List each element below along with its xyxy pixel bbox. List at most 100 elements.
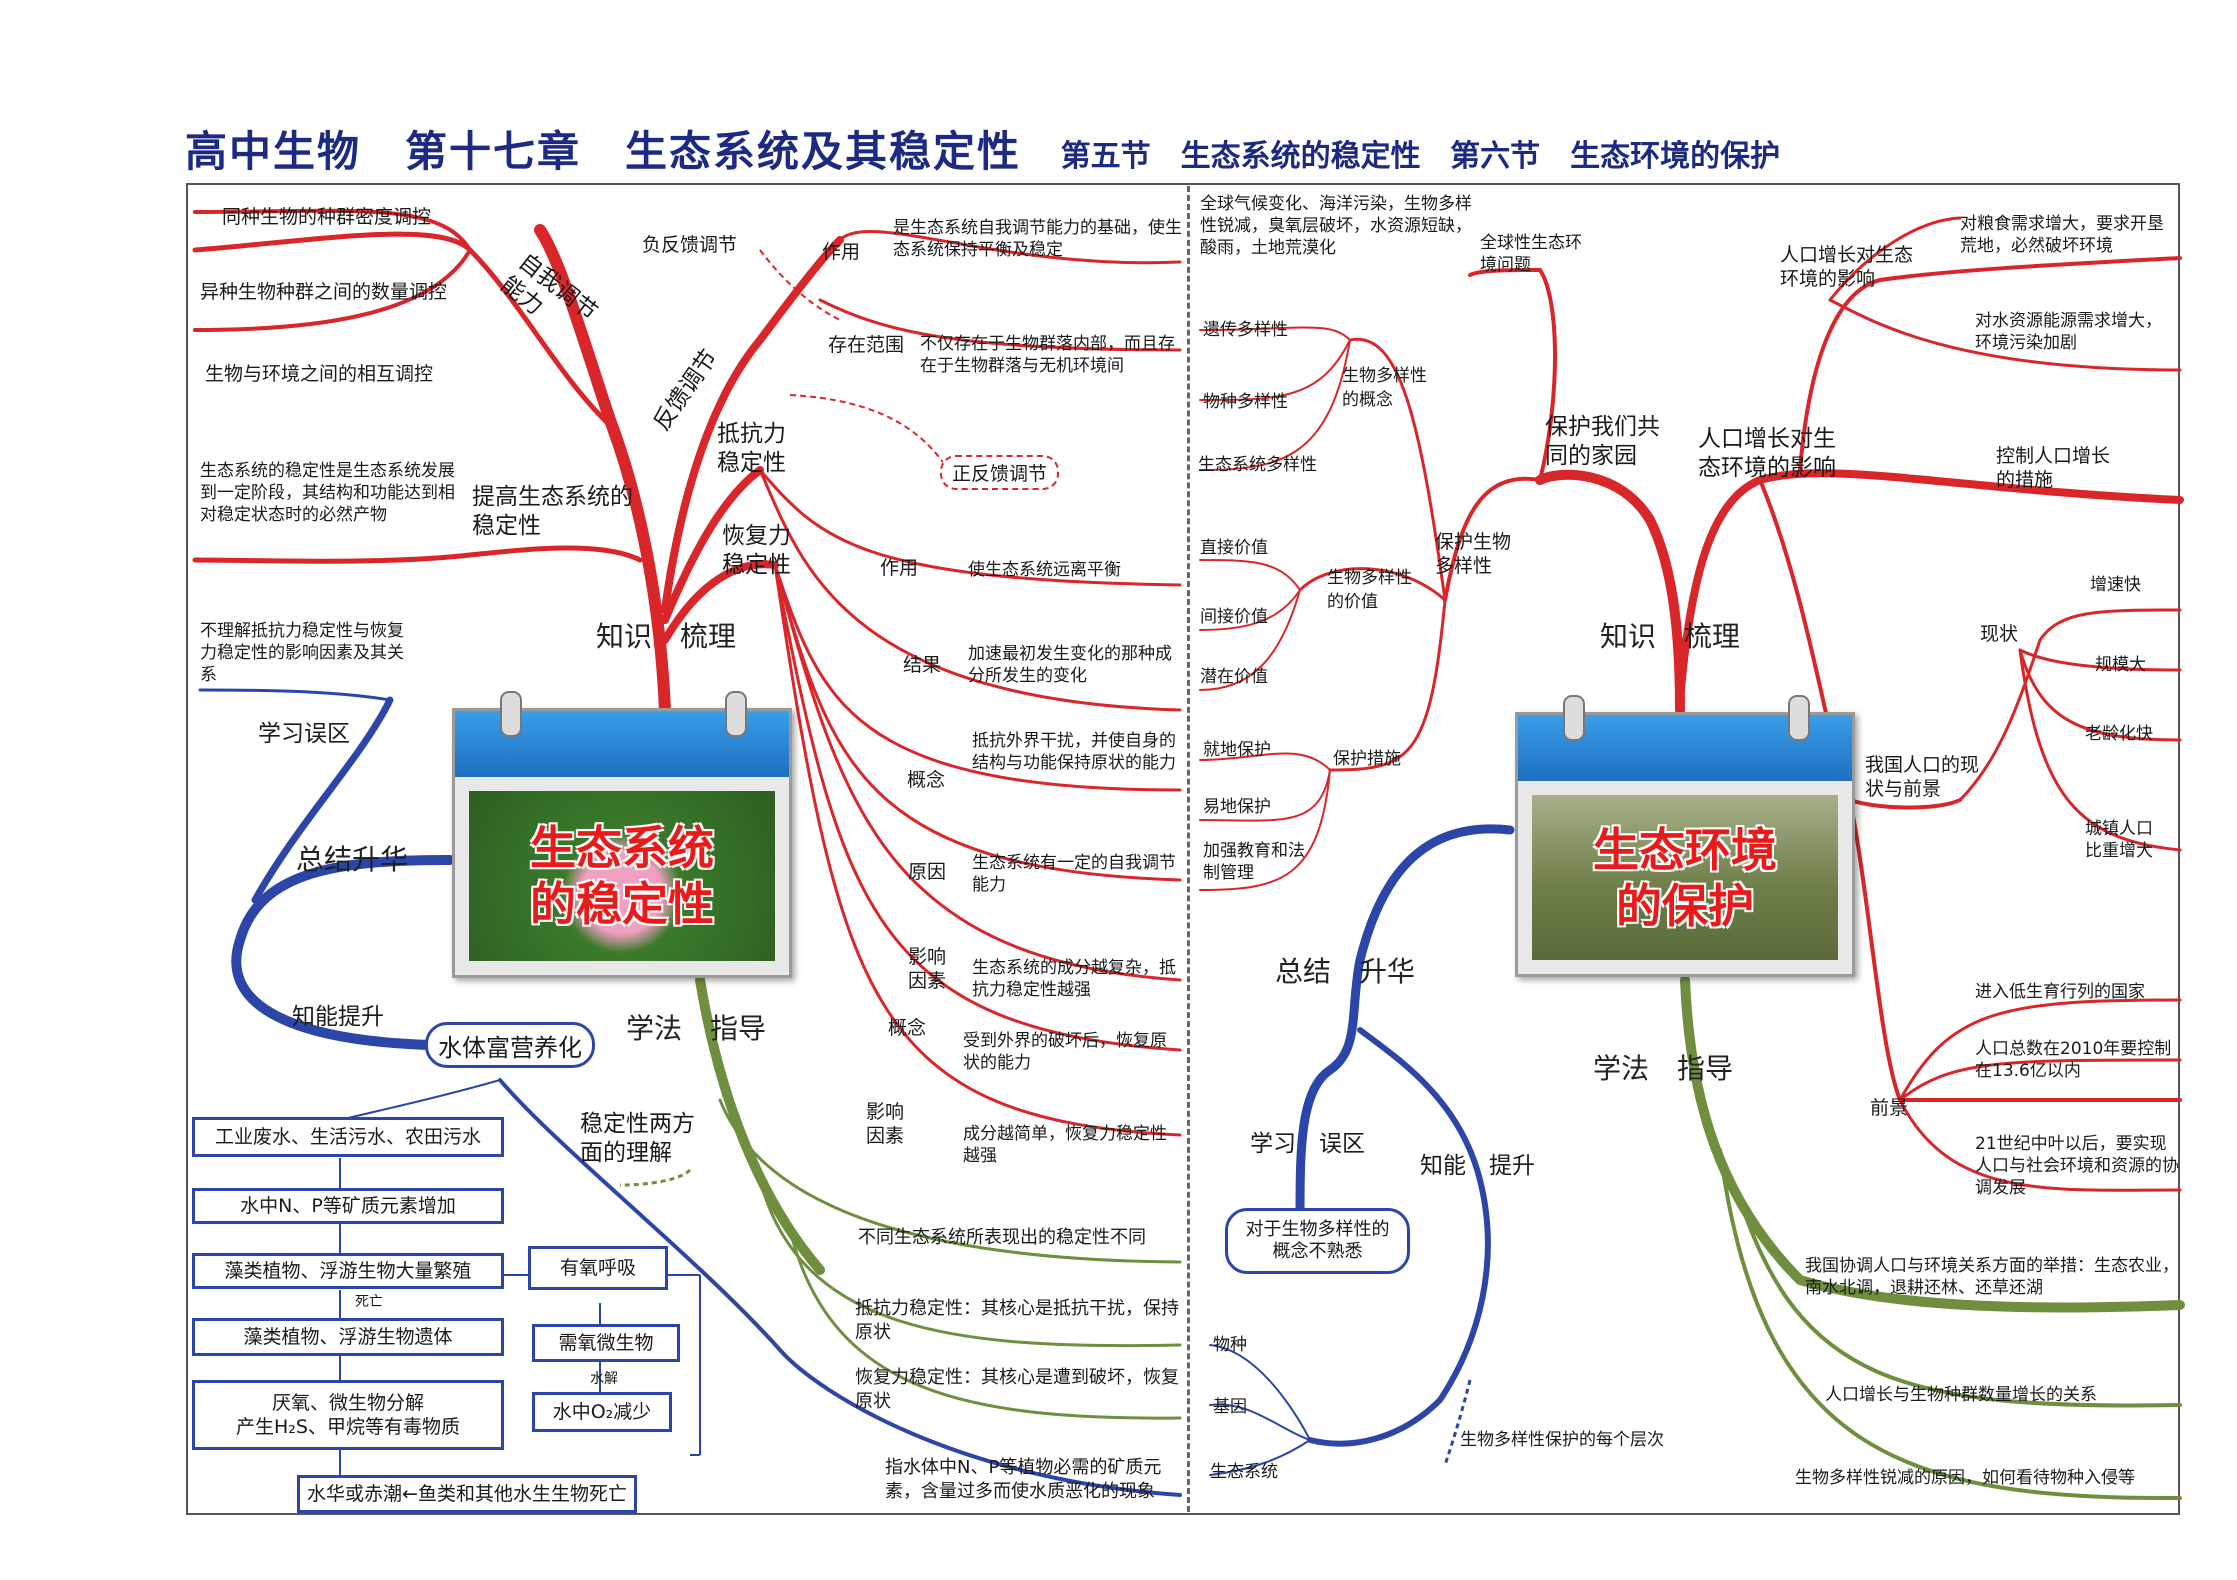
page-divider [1187,186,1190,1512]
ring-icon [725,691,747,737]
flow-step: 藻类植物、浮游生物大量繁殖 [192,1253,504,1289]
left-center-card: 生态系统的稳定性 [452,691,792,978]
pop-impact-sub-label: 人口增长对生态环境的影响 [1780,244,1914,290]
effect-desc: 是生态系统自我调节能力的基础，使生态系统保持平衡及稳定 [893,218,1182,260]
pop-impact-item: 对粮食需求增大，要求开垦荒地，必然破坏环境 [1960,214,2164,256]
control-label: 控制人口增长的措施 [1996,445,2111,491]
ability-item: 生态系统 [1210,1462,1278,1482]
eutrophication-box: 水体富营养化 [425,1022,595,1068]
prospect-item: 进入低生育行列的国家 [1975,982,2145,1002]
value-item: 间接价值 [1200,607,1268,627]
resistance-stability-label: 抵抗力稳定性 [717,421,786,476]
right-mistake-desc: 对于生物多样性的概念不熟悉 [1225,1208,1410,1274]
method-item: 恢复力稳定性：其核心是遭到破坏，恢复原状 [855,1367,1179,1412]
result-label: 结果 [903,654,942,676]
status-item: 规模大 [2095,655,2146,675]
method-item: 抵抗力稳定性：其核心是抵抗干扰，保持原状 [855,1298,1179,1343]
right-method-item: 我国协调人口与环境关系方面的举措：生态农业，南水北调，退耕还林、还草还湖 [1805,1256,2179,1298]
pop-impact-item: 对水资源能源需求增大，环境污染加剧 [1975,311,2162,353]
measure-item: 就地保护 [1203,740,1271,760]
self-reg-item: 生物与环境之间的相互调控 [205,363,434,385]
recover-concept-desc: 受到外界的破坏后，恢复原状的能力 [963,1031,1167,1073]
left-ability-label: 知能提升 [292,1004,384,1030]
method-item: 指水体中N、P等植物必需的矿质元素，含量过多而使水质恶化的现象 [885,1457,1162,1502]
resist-reason-desc: 生态系统有一定的自我调节能力 [972,853,1176,895]
resist-factor-desc: 生态系统的成分越复杂，抵抗力稳定性越强 [972,958,1176,1000]
right-center-card: 生态环境的保护 [1515,695,1855,977]
aerobic-box: 有氧呼吸 [528,1246,668,1290]
left-summary-label: 总结升华 [296,843,409,876]
right-method-label: 学法 指导 [1593,1052,1734,1085]
right-mistake-label: 学习 误区 [1250,1131,1365,1157]
bio-level: 生态系统多样性 [1198,455,1317,475]
self-reg-item: 异种生物种群之间的数量调控 [200,281,448,303]
bio-concept-label: 生物多样性的概念 [1342,366,1427,410]
self-reg-item: 同种生物的种群密度调控 [222,206,432,228]
right-knowledge-label: 知识 梳理 [1600,620,1741,653]
right-method-item: 生物多样性锐减的原因，如何看待物种入侵等 [1795,1468,2135,1488]
china-pop-label: 我国人口的现状与前景 [1865,754,1980,800]
result-desc: 加速最初发生变化的那种成分所发生的变化 [968,644,1172,686]
status-label: 现状 [1980,623,2019,645]
recover-concept-label: 概念 [888,1017,927,1039]
measure-item: 易地保护 [1203,797,1271,817]
measure-item: 加强教育和法制管理 [1203,841,1305,883]
global-issue-desc: 全球气候变化、海洋污染，生物多样性锐减，臭氧层破坏，水资源短缺，酸雨，土地荒漠化 [1200,194,1472,258]
levels-label: 生物多样性保护的每个层次 [1460,1430,1664,1450]
flow-step: 藻类植物、浮游生物遗体 [192,1318,504,1356]
o2-decrease-box: 水中O₂减少 [532,1392,672,1432]
status-item: 老龄化快 [2085,724,2153,744]
right-center-title: 生态环境的保护 [1593,822,1777,933]
ability-item: 基因 [1213,1397,1247,1417]
scope-label: 存在范围 [828,334,905,356]
flow-step: 水华或赤潮←鱼类和其他水生生物死亡 [297,1475,637,1513]
value-item: 潜在价值 [1200,667,1268,687]
ring-icon [500,691,522,737]
pop-impact-label: 人口增长对生态环境的影响 [1698,426,1836,481]
negative-feedback-label: 负反馈调节 [642,234,738,256]
left-mistake-label: 学习误区 [258,721,350,747]
prospect-item: 人口总数在2010年要控制在13.6亿以内 [1975,1039,2172,1081]
effect-label: 作用 [822,241,861,263]
prospect-label: 前景 [1870,1097,1909,1119]
flow-step: 工业废水、生活污水、农田污水 [192,1117,504,1157]
value-item: 直接价值 [1200,538,1268,558]
resist-concept-label: 概念 [907,769,946,791]
recover-factor-label: 影响因素 [866,1101,905,1147]
left-method-label: 学法 指导 [626,1012,767,1045]
recover-factor-desc: 成分越简单，恢复力稳定性越强 [963,1124,1167,1166]
effect2-label: 作用 [880,557,919,579]
protect-home-label: 保护我们共同的家园 [1545,414,1660,469]
scope-desc: 不仅存在于生物群落内部，而且存在于生物群落与无机环境间 [920,334,1175,376]
left-knowledge-label: 知识 梳理 [596,620,737,653]
bio-level: 遗传多样性 [1203,320,1288,340]
positive-feedback-label: 正反馈调节 [940,455,1060,490]
resist-reason-label: 原因 [908,861,947,883]
page-title: 高中生物 第十七章 生态系统及其稳定性 第五节 生态系统的稳定性 第六节 生态环… [185,118,1804,188]
improve-desc: 生态系统的稳定性是生态系统发展到一定阶段，其结构和功能达到相对稳定状态时的必然产… [200,461,455,525]
right-summary-label: 总结 升华 [1275,955,1416,988]
bio-level: 物种多样性 [1203,392,1288,412]
chapter-title: 高中生物 第十七章 生态系统及其稳定性 [185,127,1022,176]
left-mistake-desc: 不理解抵抗力稳定性与恢复力稳定性的影响因素及其关系 [200,621,404,685]
death-label: 死亡 [355,1294,383,1310]
resilience-stability-label: 恢复力稳定性 [722,523,791,578]
prospect-item: 21世纪中叶以后，要实现人口与社会环境和资源的协调发展 [1975,1134,2179,1198]
left-center-title: 生态系统的稳定性 [530,821,714,931]
effect2-desc: 使生态系统远离平衡 [968,560,1121,580]
flow-step: 水中N、P等矿质元素增加 [192,1188,504,1224]
ring-icon [1788,695,1810,741]
ring-icon [1563,695,1585,741]
aerobe-box: 需氧微生物 [532,1324,680,1362]
hydrolysis-label: 水解 [590,1371,618,1387]
resist-factor-label: 影响因素 [908,946,947,992]
right-ability-label: 知能 提升 [1420,1153,1535,1179]
status-item: 城镇人口比重增大 [2085,819,2153,861]
bio-value-label: 生物多样性的价值 [1327,568,1412,612]
ability-item: 物种 [1213,1335,1247,1355]
method-item: 不同生态系统所表现出的稳定性不同 [858,1227,1146,1248]
right-method-item: 人口增长与生物种群数量增长的关系 [1825,1385,2097,1405]
protect-bio-label: 保护生物多样性 [1435,531,1512,577]
status-item: 增速快 [2090,575,2141,595]
